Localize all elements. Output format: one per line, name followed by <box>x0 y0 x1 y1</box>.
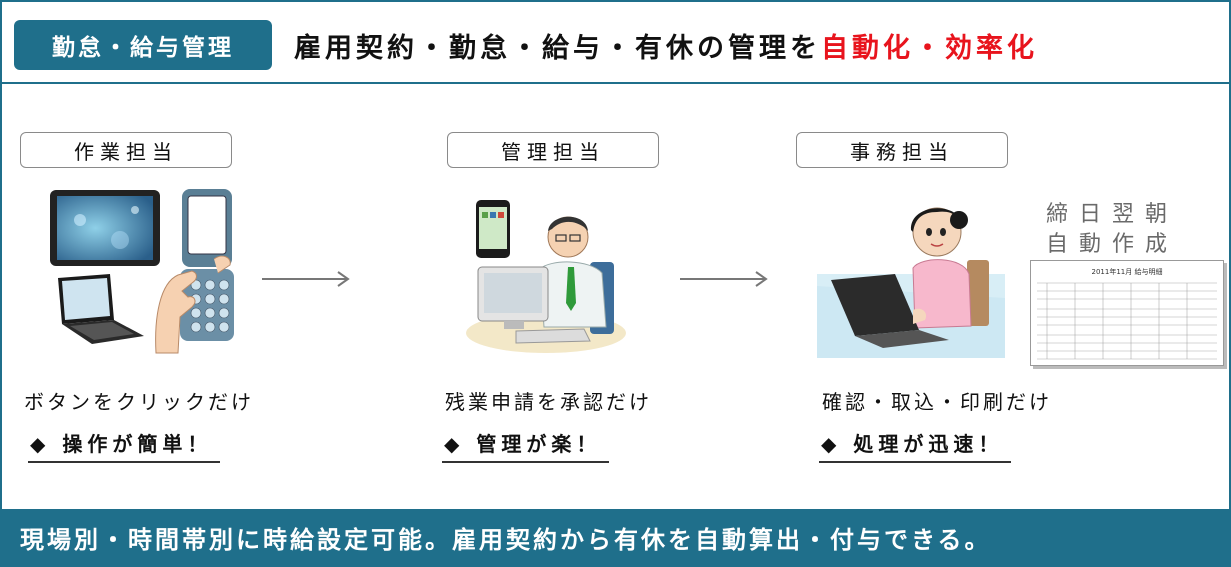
tablet-icon <box>50 190 160 266</box>
role-manager-benefit: ◆ 管理が楽！ <box>442 428 610 463</box>
role-office-benefit: ◆ 処理が迅速！ <box>819 428 1012 463</box>
auto-note-line1: 締日翌朝 <box>1046 202 1179 227</box>
headline-main: 雇用契約・勤怠・給与・有休の管理を <box>294 33 821 64</box>
role-office-title: 事務担当 <box>796 132 1008 168</box>
footer-banner: 現場別・時間帯別に時給設定可能。雇用契約から有休を自動算出・付与できる。 <box>2 509 1229 565</box>
headline: 雇用契約・勤怠・給与・有休の管理を自動化・効率化 <box>294 26 1038 65</box>
role-manager-caption: 残業申請を承認だけ <box>445 390 652 414</box>
headline-highlight: 自動化・効率化 <box>821 33 1038 64</box>
manager-at-computer-illustration <box>466 216 626 353</box>
header: 勤怠・給与管理 雇用契約・勤怠・給与・有休の管理を自動化・効率化 <box>2 2 1229 84</box>
smartphone-icon <box>476 200 510 258</box>
payslip-title: 2011年11月 給与明細 <box>1091 268 1163 276</box>
payslip-table-lines <box>1037 282 1217 360</box>
payslip-document: 2011年11月 給与明細 <box>1030 260 1224 366</box>
arrow-right-icon <box>262 271 350 287</box>
role-worker-benefit: ◆ 操作が簡単！ <box>28 428 221 463</box>
auto-note-line2: 自動作成 <box>1046 232 1179 257</box>
category-badge: 勤怠・給与管理 <box>14 20 272 70</box>
laptop-icon <box>58 274 144 344</box>
office-worker-at-laptop-illustration <box>817 207 1005 358</box>
mobile-phone-in-hand-icon <box>155 189 234 354</box>
role-worker-caption: ボタンをクリックだけ <box>24 390 254 414</box>
auto-create-note: 締日翌朝 自動作成 <box>1046 200 1178 260</box>
role-manager-title: 管理担当 <box>447 132 659 168</box>
arrow-right-icon <box>680 271 768 287</box>
role-worker-title: 作業担当 <box>20 132 232 168</box>
role-office-caption: 確認・取込・印刷だけ <box>822 390 1052 414</box>
